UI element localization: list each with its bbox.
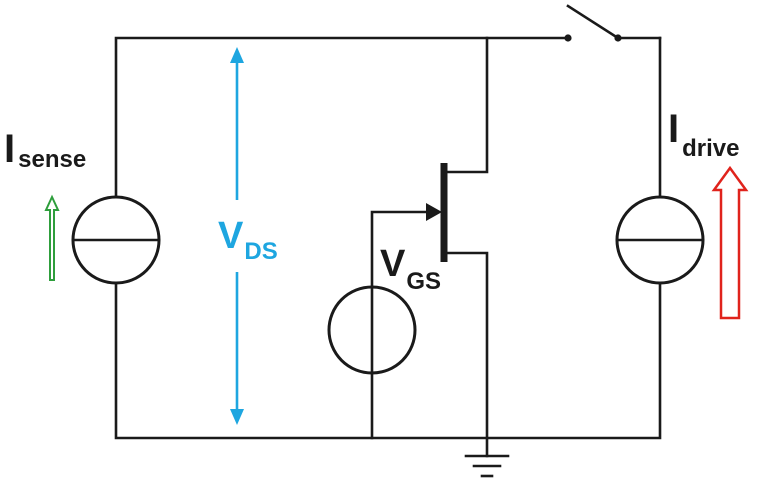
- switch-open-icon: [564, 4, 622, 42]
- v-ds-arrow: [230, 47, 244, 425]
- ground-icon: [464, 454, 510, 478]
- v-ds-arrow-head-up: [230, 47, 244, 63]
- top-rail-wire: [114, 36, 570, 199]
- i-sense-label-main: I: [4, 127, 15, 171]
- drain-wire: [442, 36, 489, 174]
- v-gs-label-sub: GS: [406, 268, 441, 295]
- v-gs-label: VGS: [380, 243, 441, 295]
- bottom-rail-wire: [114, 281, 662, 440]
- v-ds-label-sub: DS: [244, 238, 277, 265]
- i-sense-label-sub: sense: [18, 146, 86, 173]
- sense-current-source: [71, 195, 161, 285]
- i-drive-label-sub: drive: [682, 135, 739, 162]
- source-wire: [442, 251, 489, 458]
- v-gs-label-main: V: [380, 243, 406, 285]
- gate-arrow-head: [426, 203, 442, 221]
- v-ds-label-main: V: [218, 215, 244, 257]
- i-drive-arrow-icon: [711, 165, 749, 320]
- v-ds-arrow-head-down: [230, 409, 244, 425]
- i-drive-label-main: I: [668, 107, 679, 151]
- v-ds-label: VDS: [218, 215, 278, 265]
- gate-voltage-source: [327, 285, 417, 375]
- jfet-n-channel-icon: [426, 163, 448, 262]
- drive-current-source: [615, 195, 705, 285]
- i-sense-arrow-icon: [44, 194, 60, 281]
